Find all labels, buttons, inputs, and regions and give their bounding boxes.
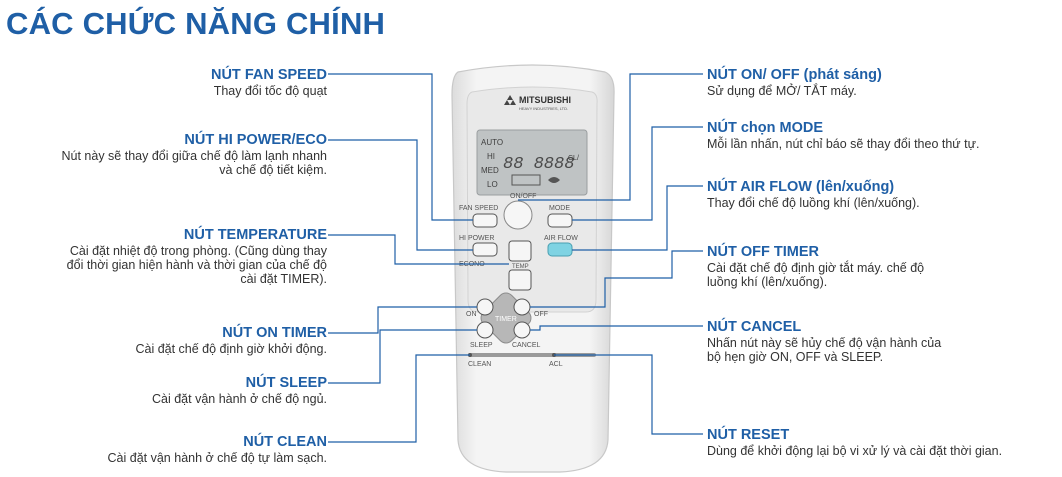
callout-mode: NÚT chọn MODE Mỗi lần nhấn, nút chỉ báo … <box>707 119 979 151</box>
lcd-label-med: MED <box>481 166 499 175</box>
callout-on-timer: NÚT ON TIMER Cài đặt chế độ định giờ khở… <box>135 324 327 356</box>
callout-clean: NÚT CLEAN Cài đặt vận hành ở chế độ tự l… <box>108 433 327 465</box>
callout-desc: Nhấn nút này sẽ hủy chế độ vận hành của … <box>707 336 942 364</box>
fan-speed-label: FAN SPEED <box>459 205 498 212</box>
leader-temperature <box>328 234 509 265</box>
lcd-unit-icon <box>511 174 541 186</box>
hi-power-label: HI POWER <box>459 235 494 242</box>
off-label: OFF <box>534 311 548 318</box>
callout-on-off: NÚT ON/ OFF (phát sáng) Sử dụng để MỞ/ T… <box>707 66 882 98</box>
cancel-button[interactable] <box>513 321 531 339</box>
callout-desc: Cài đặt vận hành ở chế độ tự làm sạch. <box>107 451 327 465</box>
callout-title: NÚT chọn MODE <box>707 120 823 136</box>
callout-reset: NÚT RESET Dùng để khởi động lại bộ vi xử… <box>707 426 1002 458</box>
mode-label: MODE <box>549 205 570 212</box>
leader-air-flow <box>572 185 703 251</box>
callout-desc: Cài đặt vận hành ở chế độ ngủ. <box>152 392 327 406</box>
callout-title: NÚT CLEAN <box>243 434 327 450</box>
leader-hi-power <box>328 139 473 251</box>
lcd-fan-icon <box>548 177 560 183</box>
clean-label: CLEAN <box>468 361 491 368</box>
on-off-label: ON/OFF <box>510 193 536 200</box>
leader-lines <box>328 73 703 443</box>
lcd-label-cl: CL/ <box>568 155 579 162</box>
temp-label: TEMP <box>512 264 529 270</box>
callout-sleep: NÚT SLEEP Cài đặt vận hành ở chế độ ngủ. <box>152 374 327 406</box>
remote-control: MITSUBISHI HEAVY INDUSTRIES, LTD. AUTO H… <box>451 64 615 473</box>
temp-down-button[interactable] <box>508 269 532 291</box>
fan-speed-button[interactable] <box>472 213 498 228</box>
callout-title: NÚT TEMPERATURE <box>183 227 327 243</box>
page-title: CÁC CHỨC NĂNG CHÍNH <box>6 6 386 41</box>
callout-title: NÚT FAN SPEED <box>210 67 327 83</box>
callout-desc: Dùng để khởi động lại bộ vi xử lý và cài… <box>707 444 1003 458</box>
callout-title: NÚT HI POWER/ECO <box>184 132 327 148</box>
callout-cancel: NÚT CANCEL Nhấn nút này sẽ hủy chế độ vậ… <box>707 318 941 364</box>
hi-power-button[interactable] <box>472 242 498 257</box>
leader-reset <box>554 354 703 435</box>
leader-fan-speed <box>328 73 473 221</box>
lcd-digits: 88 8888 <box>503 155 574 174</box>
timer-label: TIMER <box>495 316 517 323</box>
remote-brand: MITSUBISHI <box>519 95 571 105</box>
leader-clean <box>328 354 470 443</box>
callout-air-flow: NÚT AIR FLOW (lên/xuống) Thay đổi chế độ… <box>707 178 920 210</box>
callout-title: NÚT ON/ OFF (phát sáng) <box>707 67 882 83</box>
leader-on-timer <box>328 306 477 334</box>
lcd-label-hi: HI <box>487 152 495 161</box>
air-flow-label: AIR FLOW <box>544 235 578 242</box>
leader-cancel <box>530 325 703 331</box>
callout-off-timer: NÚT OFF TIMER Cài đặt chế độ định giờ tắ… <box>707 243 924 289</box>
cancel-label: CANCEL <box>512 342 541 349</box>
mitsubishi-logo-icon <box>504 95 516 105</box>
callout-desc: Nút này sẽ thay đổi giữa chế độ làm lạnh… <box>61 149 328 177</box>
callout-temperature: NÚT TEMPERATURE Cài đặt nhiệt độ trong p… <box>67 226 327 286</box>
callout-title: NÚT SLEEP <box>245 375 327 391</box>
callout-desc: Thay đổi tốc độ quạt <box>213 84 327 98</box>
leader-mode <box>572 126 703 221</box>
callout-desc: Cài đặt chế độ định giờ tắt máy. chế độ … <box>707 261 925 289</box>
callout-desc: Cài đặt nhiệt độ trong phòng. (Cũng dùng… <box>66 244 327 286</box>
callout-title: NÚT RESET <box>707 427 790 443</box>
off-timer-button[interactable] <box>513 298 531 316</box>
acl-label: ACL <box>549 361 563 368</box>
callout-title: NÚT OFF TIMER <box>707 244 819 260</box>
leader-sleep <box>328 329 477 384</box>
leader-on-off <box>518 73 703 201</box>
callout-title: NÚT CANCEL <box>707 319 802 335</box>
callout-hi-power: NÚT HI POWER/ECO Nút này sẽ thay đổi giữ… <box>62 131 328 177</box>
callout-desc: Mỗi lần nhấn, nút chỉ báo sẽ thay đổi th… <box>707 137 980 151</box>
on-off-button[interactable] <box>503 200 533 230</box>
lcd-label-lo: LO <box>487 180 498 189</box>
sleep-button[interactable] <box>476 321 494 339</box>
leader-off-timer <box>530 250 703 308</box>
clean-acl-strip <box>468 353 596 357</box>
lcd-screen <box>476 129 588 196</box>
callout-title: NÚT ON TIMER <box>222 325 327 341</box>
callout-fan-speed: NÚT FAN SPEED Thay đổi tốc độ quạt <box>211 66 327 98</box>
remote-brand-sub: HEAVY INDUSTRIES, LTD. <box>519 106 568 111</box>
air-flow-button[interactable] <box>547 242 573 257</box>
callout-desc: Thay đổi chế độ luồng khí (lên/xuống). <box>707 196 920 210</box>
on-timer-button[interactable] <box>476 298 494 316</box>
lcd-label-auto: AUTO <box>481 138 503 147</box>
callout-desc: Cài đặt chế độ định giờ khởi động. <box>135 342 327 356</box>
callout-desc: Sử dụng để MỞ/ TẮT máy. <box>707 84 857 98</box>
on-label: ON <box>466 311 477 318</box>
temp-up-button[interactable] <box>508 240 532 262</box>
mode-button[interactable] <box>547 213 573 228</box>
callout-title: NÚT AIR FLOW (lên/xuống) <box>707 179 895 195</box>
sleep-label: SLEEP <box>470 342 493 349</box>
